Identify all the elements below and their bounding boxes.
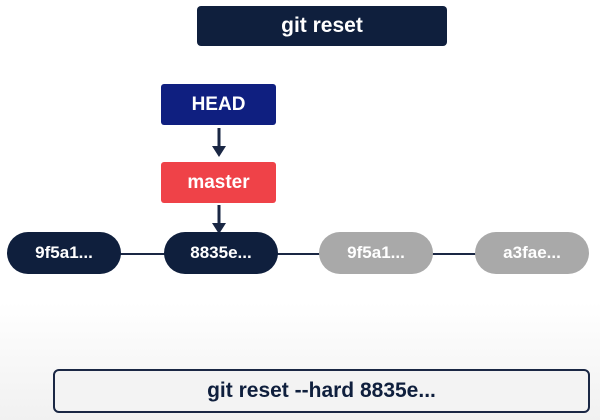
diagram-title: git reset	[197, 6, 447, 46]
arrow-down-icon	[212, 205, 226, 235]
command-text: git reset --hard 8835e...	[53, 369, 590, 413]
head-pointer: HEAD	[161, 84, 276, 125]
commit-node: 8835e...	[164, 232, 278, 274]
commit-node: a3fae...	[475, 232, 589, 274]
commit-node: 9f5a1...	[319, 232, 433, 274]
branch-pointer: master	[161, 162, 276, 203]
commit-history-line	[60, 253, 540, 255]
arrow-down-icon	[212, 128, 226, 158]
commit-node: 9f5a1...	[7, 232, 121, 274]
